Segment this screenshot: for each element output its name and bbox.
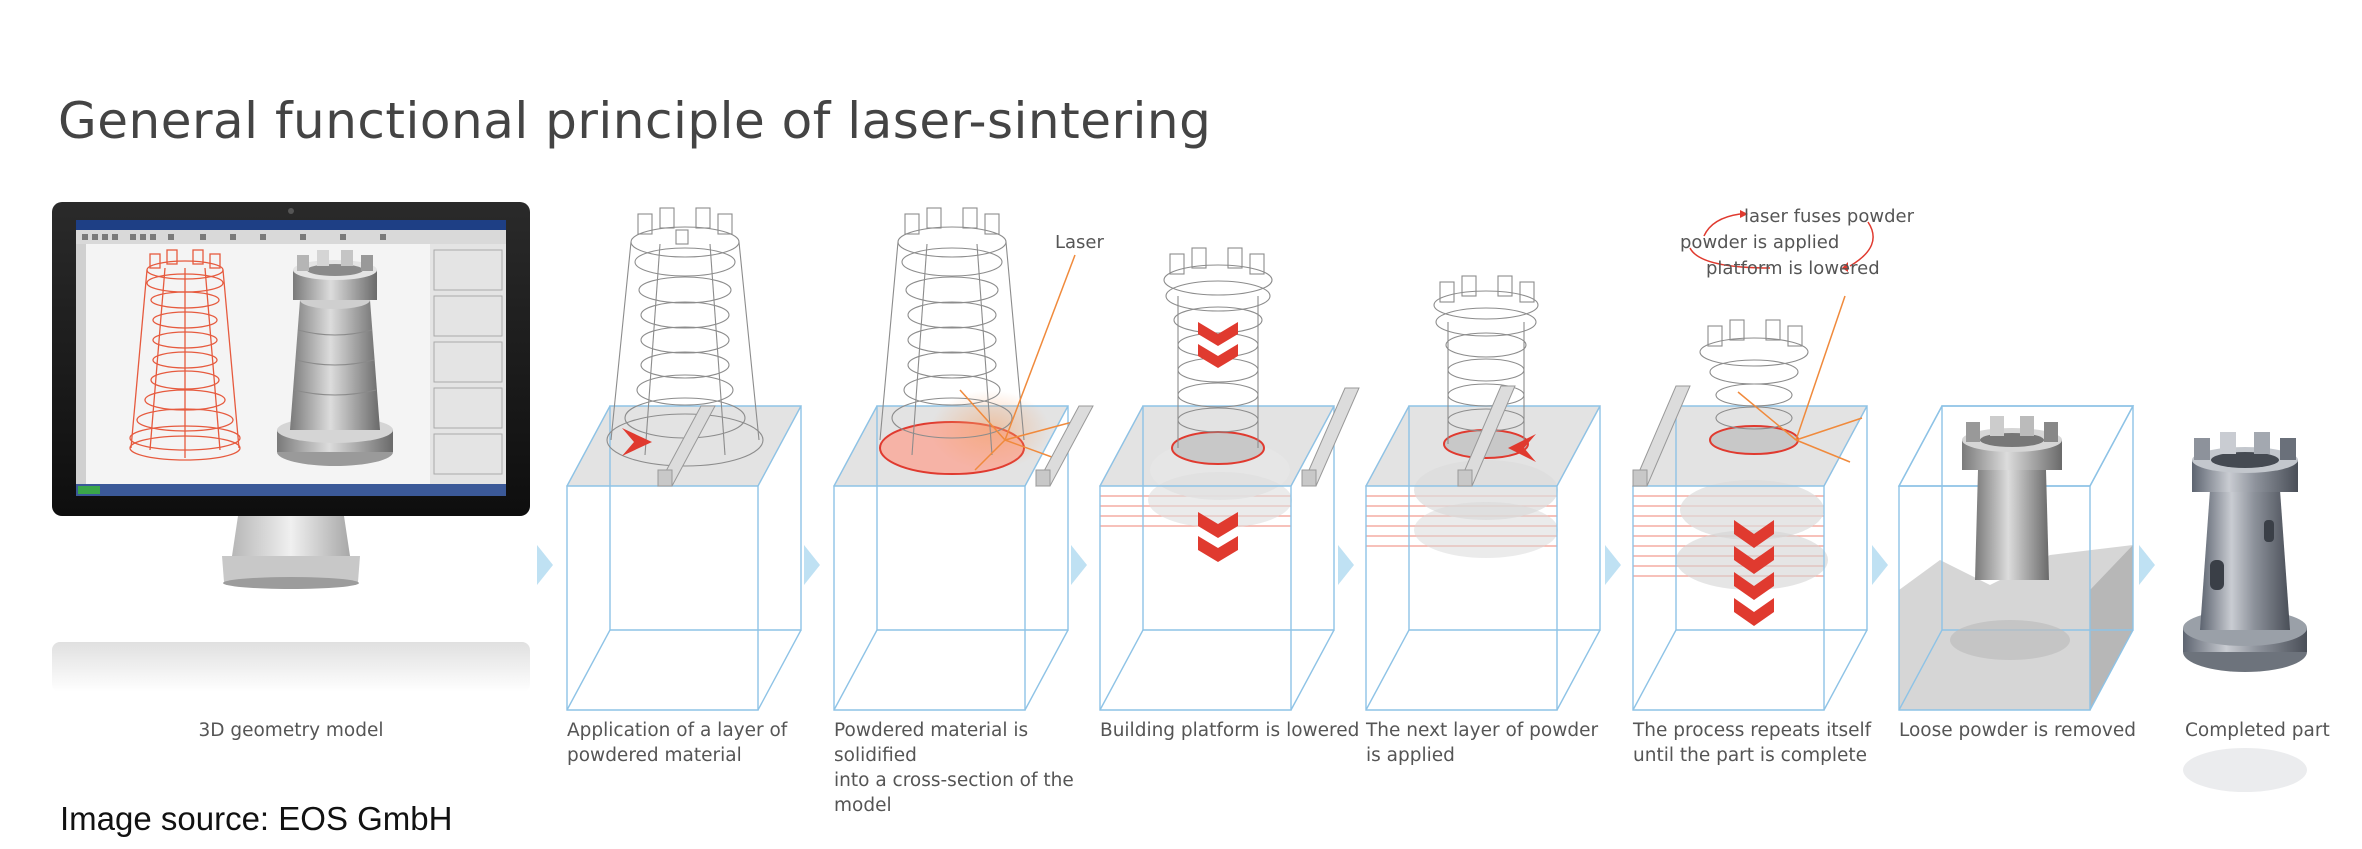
app-titlebar [76,220,506,230]
app-side-panel [430,244,506,484]
step-arrow-3 [1071,545,1087,585]
app-taskbar [76,484,506,496]
monitor [52,202,530,692]
step-arrow-4 [1338,545,1354,585]
step2-illustration [566,207,802,711]
app-left-toolbar [76,244,86,484]
step5-illustration [1365,275,1601,711]
step7-illustration [1897,405,2135,711]
screen-solid-tower [277,250,393,466]
step3-illustration [833,207,1094,711]
step-arrows [537,545,2155,585]
step-arrow-7 [2139,545,2155,585]
step4-down-chevrons [1198,322,1238,562]
laser-label: Laser [1055,232,1105,253]
caption-step-7: Loose powder is removed [1899,720,2136,741]
caption-step-1: 3D geometry model [198,720,384,741]
step4-illustration [1099,247,1360,711]
image-source: Image source: EOS GmbH [60,800,453,837]
app-toolbar [76,230,506,244]
step2-wire-tower [606,207,764,467]
step6-down-chevrons [1734,520,1774,626]
monitor-neck [232,516,350,556]
step5-recoater-arrow [1508,434,1536,462]
caption-step-8: Completed part [2185,720,2330,741]
caption-step-4: Building platform is lowered [1100,720,1360,741]
step-arrow-1 [537,545,553,585]
page-title: General functional principle of laser-si… [58,92,1212,150]
step6-illustration [1632,210,1874,711]
step3-laser-beams [959,254,1081,471]
step2-box [566,405,802,711]
step7-tower [1950,416,2070,660]
cycle-label-fuse: laser fuses powder [1744,206,1915,227]
monitor-reflection [52,642,530,692]
cycle-label-apply: powder is applied [1680,232,1839,253]
cycle-arrows [1689,213,1874,269]
step2-recoater-arrow [622,428,652,456]
completed-part [2183,432,2307,792]
screen-wireframe-tower [129,249,241,461]
step-arrow-5 [1605,545,1621,585]
step-arrow-6 [1872,545,1888,585]
monitor-camera [288,208,294,214]
cycle-label-lower: platform is lowered [1706,258,1880,279]
step-arrow-2 [804,545,820,585]
